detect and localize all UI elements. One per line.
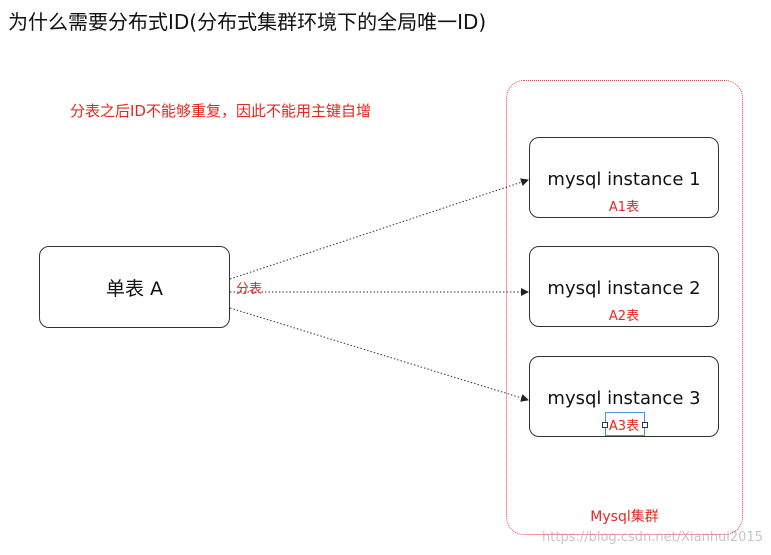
instance-table-label: A2表 [608,309,640,324]
instance-table-label: A3表 [608,419,640,434]
mysql-instance-3-box[interactable]: mysql instance 3 A3表 [529,356,719,437]
arrow-to-instance-1 [229,178,529,280]
instance-name: mysql instance 1 [547,169,701,190]
resize-handle-left[interactable] [602,422,608,428]
diagram-title: 为什么需要分布式ID(分布式集群环境下的全局唯一ID) [8,10,487,34]
annotation-note: 分表之后ID不能够重复，因此不能用主键自增 [70,102,371,120]
instance-name: mysql instance 2 [547,278,701,299]
source-table-label: 单表 A [105,278,164,300]
mysql-cluster-container: Mysql集群 [506,80,743,535]
shard-edge-label: 分表 [236,282,263,297]
instance-name: mysql instance 3 [547,388,701,409]
watermark: https://blog.csdn.net/Xianhui2015 [542,530,763,545]
cluster-label: Mysql集群 [590,509,659,525]
arrow-to-instance-3 [229,307,529,402]
source-table-box[interactable]: 单表 A [39,246,230,328]
instance-table-label: A1表 [608,200,640,215]
mysql-instance-1-box[interactable]: mysql instance 1 A1表 [529,137,719,218]
mysql-instance-2-box[interactable]: mysql instance 2 A2表 [529,246,719,327]
resize-handle-right[interactable] [642,422,648,428]
text-selection-box[interactable] [602,412,648,436]
